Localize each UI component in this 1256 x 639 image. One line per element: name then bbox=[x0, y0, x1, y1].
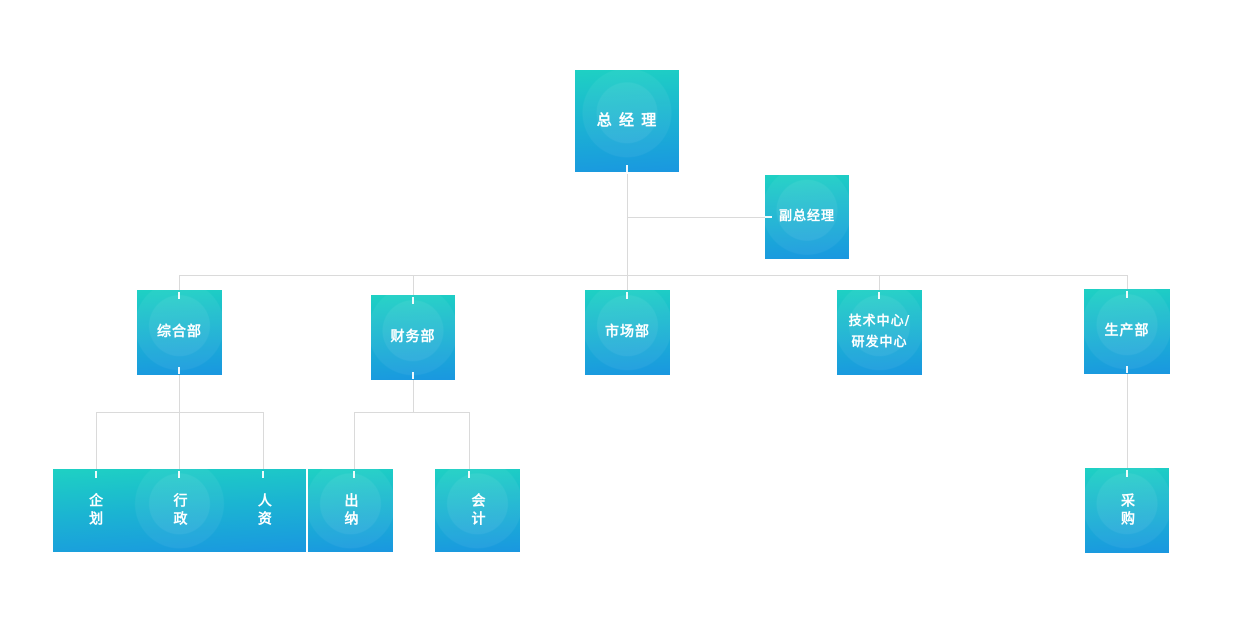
connector-stub bbox=[626, 292, 628, 299]
org-node-label: 采购 bbox=[1119, 492, 1135, 529]
org-node-label: 行政 bbox=[171, 492, 188, 529]
org-node-label: 综合部 bbox=[157, 323, 202, 340]
connector-drop-accounting bbox=[469, 412, 470, 469]
org-node-label: 总 经 理 bbox=[596, 111, 658, 130]
connector-production-trunk bbox=[1127, 374, 1128, 468]
org-node-label: 市场部 bbox=[605, 323, 650, 340]
connector-stub bbox=[178, 367, 180, 374]
connector-to-deputy bbox=[627, 217, 765, 218]
org-node-production-dept[interactable]: 生产部 bbox=[1084, 289, 1170, 374]
connector-finance-trunk bbox=[413, 380, 414, 412]
connector-stub bbox=[95, 471, 97, 478]
org-node-planning[interactable]: 企划 bbox=[53, 469, 137, 552]
org-node-deputy-general-manager[interactable]: 副总经理 bbox=[765, 175, 849, 259]
org-node-general-dept[interactable]: 综合部 bbox=[137, 290, 222, 375]
org-node-label: 财务部 bbox=[390, 328, 436, 345]
connector-stub bbox=[412, 297, 414, 304]
org-node-accounting[interactable]: 会计 bbox=[435, 469, 520, 552]
connector-drop-production bbox=[1127, 275, 1128, 289]
connector-drop-administration bbox=[179, 412, 180, 469]
org-node-label: 人资 bbox=[255, 492, 272, 529]
org-node-label: 生产部 bbox=[1104, 322, 1150, 339]
org-node-label: 企划 bbox=[87, 492, 104, 529]
org-node-administration[interactable]: 行政 bbox=[137, 469, 221, 552]
connector-stub bbox=[353, 471, 355, 478]
connector-drop-tech bbox=[879, 275, 880, 290]
connector-drop-hr bbox=[263, 412, 264, 469]
connector-stub bbox=[765, 216, 772, 218]
org-node-general-manager[interactable]: 总 经 理 bbox=[575, 70, 679, 172]
connector-drop-marketing bbox=[627, 275, 628, 290]
connector-stub bbox=[878, 292, 880, 299]
org-node-label: 会计 bbox=[469, 492, 486, 529]
connector-general-bus bbox=[96, 412, 264, 413]
org-node-finance-dept[interactable]: 财务部 bbox=[371, 295, 455, 380]
connector-finance-bus bbox=[354, 412, 470, 413]
connector-drop-cashier bbox=[354, 412, 355, 469]
connector-stub bbox=[178, 471, 180, 478]
org-node-tech-rd-center[interactable]: 技术中心/ 研发中心 bbox=[837, 290, 922, 375]
org-node-label: 副总经理 bbox=[778, 208, 835, 224]
org-node-label: 出纳 bbox=[342, 492, 359, 529]
connector-level2-bus bbox=[179, 275, 1128, 276]
org-node-label: 技术中心/ 研发中心 bbox=[848, 314, 911, 350]
connector-stub bbox=[1126, 366, 1128, 373]
connector-drop-finance bbox=[413, 275, 414, 295]
connector-stub bbox=[412, 372, 414, 379]
org-node-cashier[interactable]: 出纳 bbox=[308, 469, 393, 552]
org-node-general-dept-children: 企划 行政 人资 bbox=[53, 469, 306, 552]
connector-stub bbox=[1126, 470, 1128, 477]
connector-stub bbox=[468, 471, 470, 478]
org-node-human-resources[interactable]: 人资 bbox=[222, 469, 306, 552]
connector-stub bbox=[178, 292, 180, 299]
org-node-marketing-dept[interactable]: 市场部 bbox=[585, 290, 670, 375]
connector-drop-general bbox=[179, 275, 180, 290]
connector-stub bbox=[262, 471, 264, 478]
connector-general-trunk bbox=[179, 375, 180, 412]
connector-gm-trunk bbox=[627, 174, 628, 275]
connector-stub bbox=[626, 165, 628, 172]
connector-drop-planning bbox=[96, 412, 97, 469]
connector-stub bbox=[1126, 291, 1128, 298]
org-node-purchasing[interactable]: 采购 bbox=[1085, 468, 1169, 553]
